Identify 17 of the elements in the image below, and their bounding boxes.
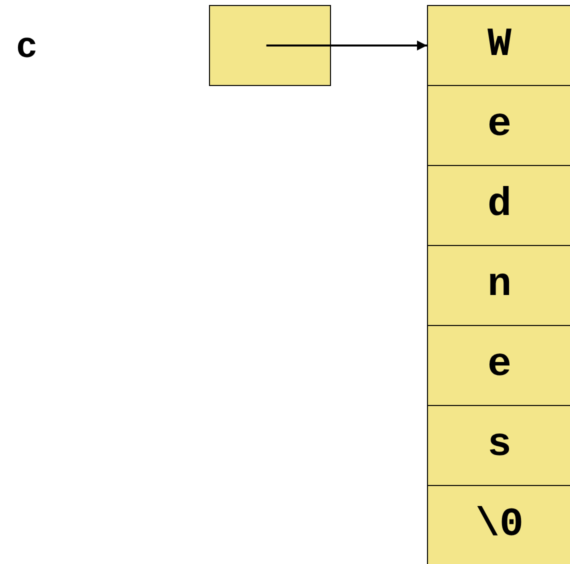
array-cell [427, 165, 570, 246]
character-text: e [487, 106, 512, 146]
array-cell [427, 245, 570, 326]
character-text: s [487, 426, 512, 466]
variable-name: c [16, 30, 38, 66]
array-cell [427, 325, 570, 406]
character-text: W [487, 26, 512, 66]
pointer-box [209, 5, 331, 86]
array-cell [427, 5, 570, 86]
array-cell [427, 85, 570, 166]
character-text: e [487, 346, 512, 386]
character-text: d [487, 186, 512, 226]
character-text: n [487, 266, 512, 306]
character-text: \0 [475, 506, 524, 546]
arrow [266, 40, 427, 50]
array-cell [427, 405, 570, 486]
array-cell [427, 485, 570, 564]
